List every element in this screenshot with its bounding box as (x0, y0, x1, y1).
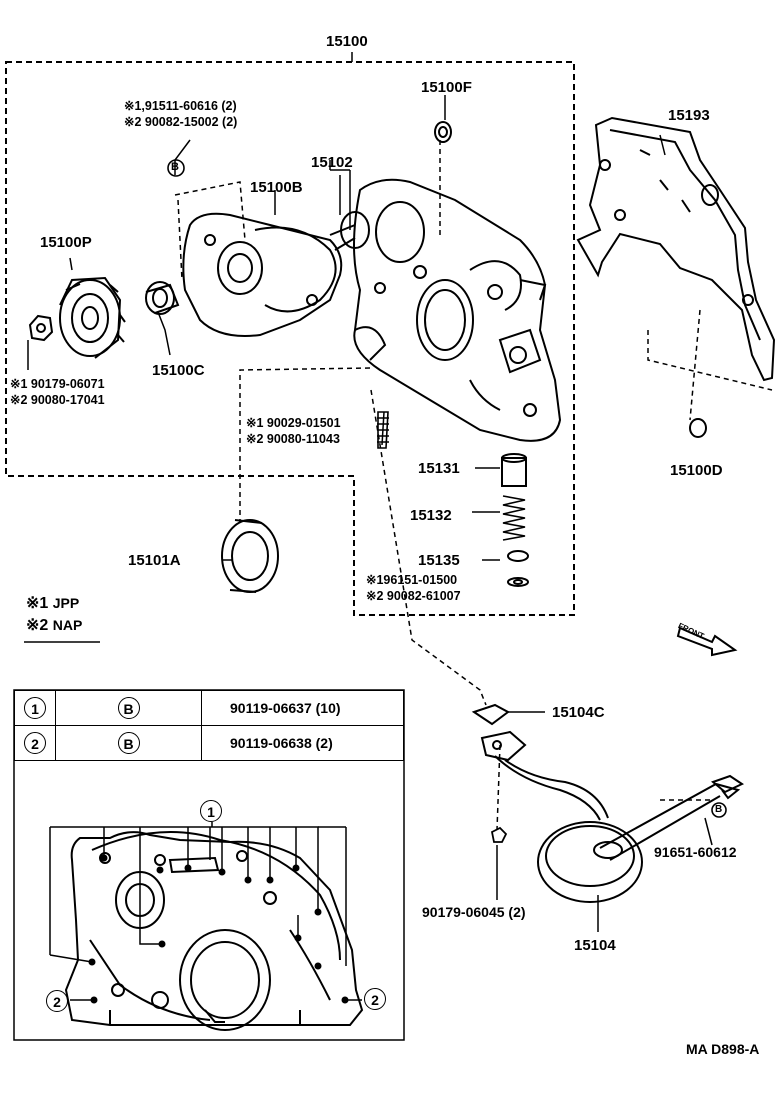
label-15100d: 15100D (670, 462, 723, 479)
label-90179-06045: 90179-06045 (2) (422, 904, 526, 920)
table-row: 1 B 90119-06637 (10) (14, 690, 404, 726)
legend-jpp-text: JPP (52, 595, 80, 611)
label-15100b: 15100B (250, 179, 303, 196)
gasket-ref-line1: ※196151-01500 (366, 573, 458, 587)
oil-strainer (471, 703, 745, 903)
row-number-cell: 1 (14, 690, 56, 726)
bolt-b-letter-top: B (171, 161, 179, 173)
leader-lines (27, 95, 713, 932)
assembly-boundary (5, 61, 575, 616)
drive-gear (329, 211, 370, 251)
legend-nap-mark: ※2 (26, 617, 49, 634)
label-15100c: 15100C (152, 362, 205, 379)
label-15102: 15102 (311, 154, 353, 171)
bolt-mark-cell: B (55, 690, 202, 726)
bolt-mark-badge: B (117, 732, 140, 754)
inset-marker-2-right: 2 (364, 988, 386, 1010)
label-15100f: 15100F (421, 79, 472, 96)
strainer-nut (490, 826, 508, 843)
assembly-title: 15100 (326, 33, 368, 50)
relief-spring (502, 495, 526, 541)
legend-nap-text: NAP (52, 617, 83, 633)
label-15104c: 15104C (552, 704, 605, 721)
bolt-b-marker-strainer (711, 802, 727, 818)
bolt-b-marker-top (167, 159, 185, 177)
label-15135: 15135 (418, 552, 460, 569)
table-row: 2 B 90119-06638 (2) (14, 725, 404, 761)
row-number-badge: 1 (24, 697, 46, 719)
washer-gasket (507, 577, 529, 587)
legend-jpp: ※1 JPP (26, 596, 79, 612)
plug-15100f (434, 121, 452, 143)
label-15132: 15132 (410, 507, 452, 524)
inset-leader-lines (49, 822, 362, 1001)
pulley-nut (28, 314, 54, 342)
relief-valve (501, 453, 527, 487)
row-number-cell: 2 (14, 725, 56, 761)
row-number-badge: 2 (24, 732, 46, 754)
bolt-reference-table: 1 B 90119-06637 (10) 2 B 90119-06638 (2) (14, 690, 404, 761)
oil-seal (221, 519, 279, 593)
seal-15100c (145, 281, 180, 315)
dowel-15100d (689, 418, 707, 438)
nut-ref-line2: ※2 90080-17041 (10, 393, 105, 407)
nut-ref-line1: ※1 90179-06071 (10, 377, 105, 391)
pump-cover (182, 212, 343, 337)
inset-bolt-dots (88, 854, 349, 1004)
label-15131: 15131 (418, 460, 460, 477)
bolt-b-ref-line2: ※2 90082-15002 (2) (124, 115, 238, 129)
bolt-b-letter-strainer: B (715, 804, 723, 815)
label-15193: 15193 (668, 107, 710, 124)
relief-plug (377, 411, 389, 449)
label-91651-60612: 91651-60612 (654, 844, 737, 860)
part-number-cell: 90119-06638 (2) (201, 725, 404, 761)
legend-jpp-mark: ※1 (26, 595, 49, 612)
plug-ref-line1: ※1 90029-01501 (246, 416, 341, 430)
label-15104: 15104 (574, 937, 616, 954)
inset-marker-2-left: 2 (46, 990, 68, 1012)
bolt-b-ref-line1: ※1,91511-60616 (2) (124, 99, 237, 113)
part-number-cell: 90119-06637 (10) (201, 690, 404, 726)
inset-marker-1: 1 (200, 800, 222, 822)
plug-ref-line2: ※2 90080-11043 (246, 432, 340, 446)
oil-pump-body (353, 178, 562, 442)
bolt-mark-cell: B (55, 725, 202, 761)
front-arrow (676, 626, 738, 657)
footer-code: MA D898-A (686, 1041, 760, 1057)
gasket-15193 (576, 116, 776, 382)
bolt-mark-badge: B (117, 697, 140, 719)
label-15101a: 15101A (128, 552, 181, 569)
retainer (507, 550, 529, 562)
legend-nap: ※2 NAP (26, 618, 82, 634)
label-15100p: 15100P (40, 234, 92, 251)
timing-pulley (59, 276, 126, 359)
gasket-ref-line2: ※2 90082-61007 (366, 589, 461, 603)
